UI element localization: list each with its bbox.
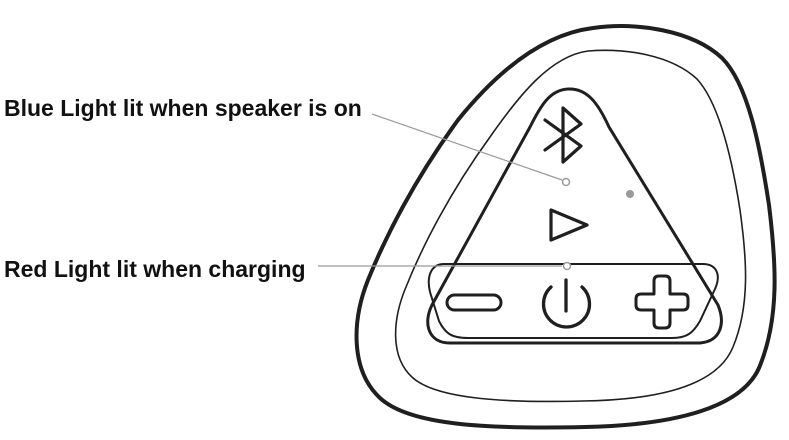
red-light-label: Red Light lit when charging	[4, 256, 306, 282]
red-light-indicator	[562, 261, 572, 271]
blue-light-indicator	[561, 177, 571, 187]
volume-up-button[interactable]	[634, 274, 690, 330]
control-panel	[426, 87, 723, 345]
volume-down-button[interactable]	[445, 293, 503, 312]
speaker-inner-rim	[394, 49, 747, 403]
bluetooth-button[interactable]	[543, 106, 583, 164]
blue-light-leader-line	[371, 113, 563, 181]
blue-light-label: Blue Light lit when speaker is on	[4, 95, 362, 121]
bluetooth-icon	[543, 106, 583, 164]
play-icon	[549, 208, 589, 242]
button-strip	[427, 263, 719, 339]
power-icon	[541, 278, 592, 329]
speaker-outer-shell	[354, 24, 777, 430]
plus-icon	[634, 274, 690, 330]
power-button[interactable]	[541, 278, 592, 329]
minus-icon	[445, 293, 503, 312]
microphone-dot	[626, 190, 634, 198]
play-button[interactable]	[549, 208, 589, 242]
